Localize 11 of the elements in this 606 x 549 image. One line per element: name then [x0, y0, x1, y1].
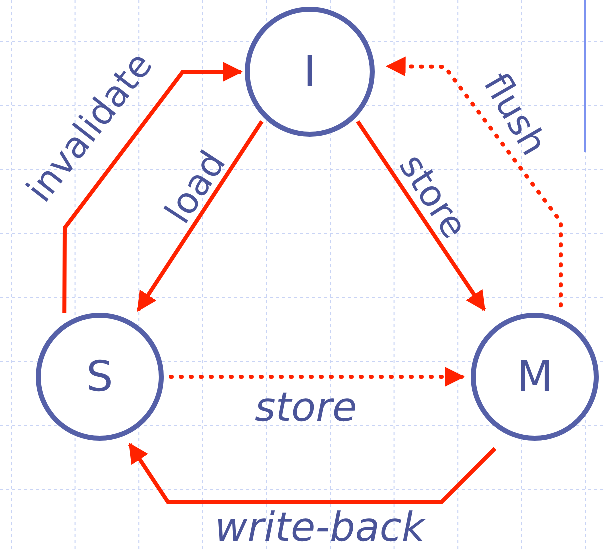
transition-arrow	[136, 120, 264, 312]
transition-arrow	[169, 367, 465, 387]
state-label: M	[516, 356, 554, 398]
state-label: I	[304, 51, 316, 93]
transition-arrow	[386, 56, 563, 308]
transition-arrow	[62, 62, 243, 314]
edge-label: store	[255, 388, 358, 428]
state-label: S	[86, 356, 114, 398]
edge-label: write-back	[215, 508, 426, 548]
transition-arrow	[128, 442, 497, 504]
transition-arrow	[356, 120, 486, 312]
